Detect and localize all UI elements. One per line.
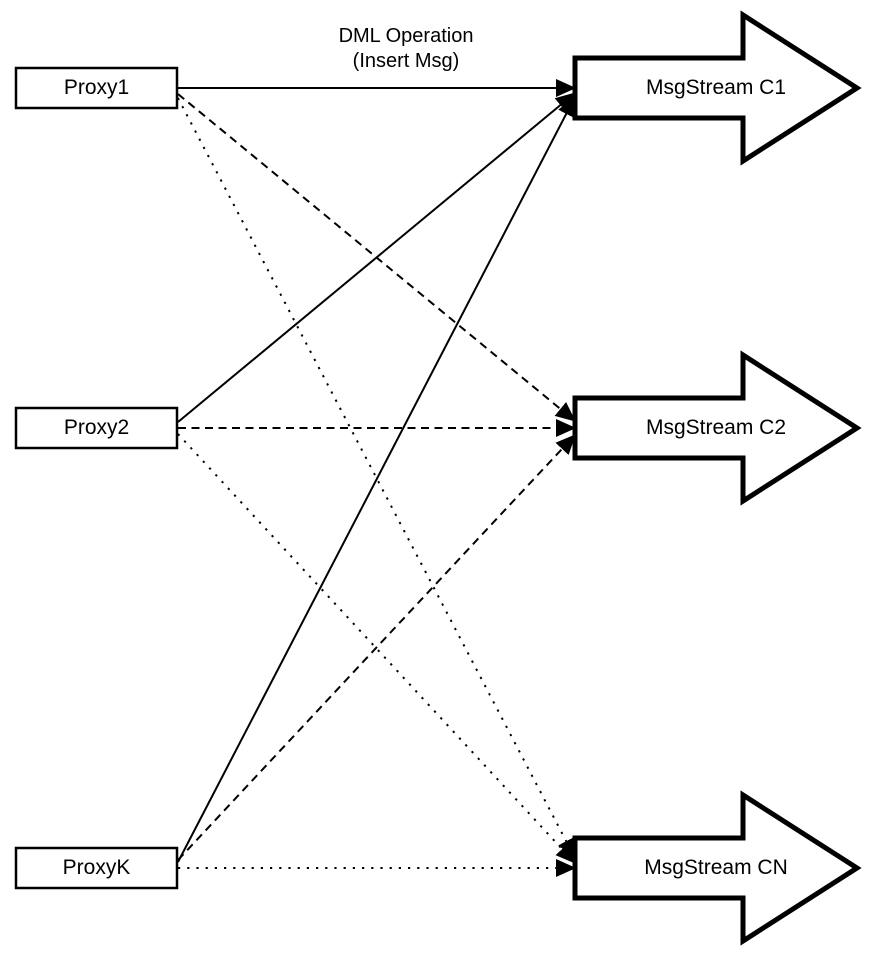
proxy1-box [14,66,179,110]
edge-proxyk-msgstream-c1 [177,96,576,863]
msgstream-c2-arrow-shape [572,350,862,506]
annotation-line-1: DML Operation [338,25,474,47]
edge-annotation-dml-operation: DML Operation (Insert Msg) [281,24,531,74]
proxy2-label: Proxy2 [63,416,130,439]
edge-proxyk-msgstream-c2 [177,434,576,861]
edge-proxy1-msgstream-c2 [177,93,576,422]
msgstream-cn-label: MsgStream CN [644,856,788,879]
proxyk-label: ProxyK [62,856,131,879]
msgstream-c2-label: MsgStream C2 [645,416,787,439]
proxy2-box [14,406,179,450]
msgstream-cn-arrow-shape [572,790,862,946]
proxy1-label: Proxy1 [63,76,130,99]
msgstream-c1-label: MsgStream C1 [645,76,787,99]
annotation-line-2: (Insert Msg) [352,50,460,72]
proxyk-box [14,846,179,890]
msgstream-c1-arrow-shape [572,10,862,166]
